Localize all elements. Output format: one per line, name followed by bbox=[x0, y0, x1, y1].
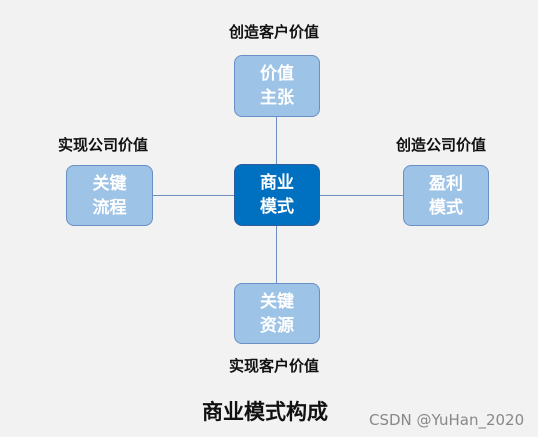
connector-top bbox=[276, 117, 277, 164]
connector-left bbox=[152, 195, 234, 196]
node-business-model: 商业 模式 bbox=[234, 164, 320, 226]
diagram-title: 商业模式构成 bbox=[202, 399, 328, 424]
caption-left: 实现公司价值 bbox=[58, 136, 149, 154]
caption-top: 创造客户价值 bbox=[229, 23, 320, 41]
caption-bottom: 实现客户价值 bbox=[229, 357, 320, 375]
node-profit-model: 盈利 模式 bbox=[403, 165, 489, 226]
caption-right: 创造公司价值 bbox=[396, 136, 487, 154]
node-value-proposition: 价值 主张 bbox=[234, 55, 320, 117]
watermark: CSDN @YuHan_2020 bbox=[369, 411, 525, 429]
node-key-resources: 关键 资源 bbox=[234, 283, 320, 344]
connector-right bbox=[319, 195, 403, 196]
connector-bottom bbox=[276, 226, 277, 283]
node-key-processes: 关键 流程 bbox=[66, 165, 153, 226]
